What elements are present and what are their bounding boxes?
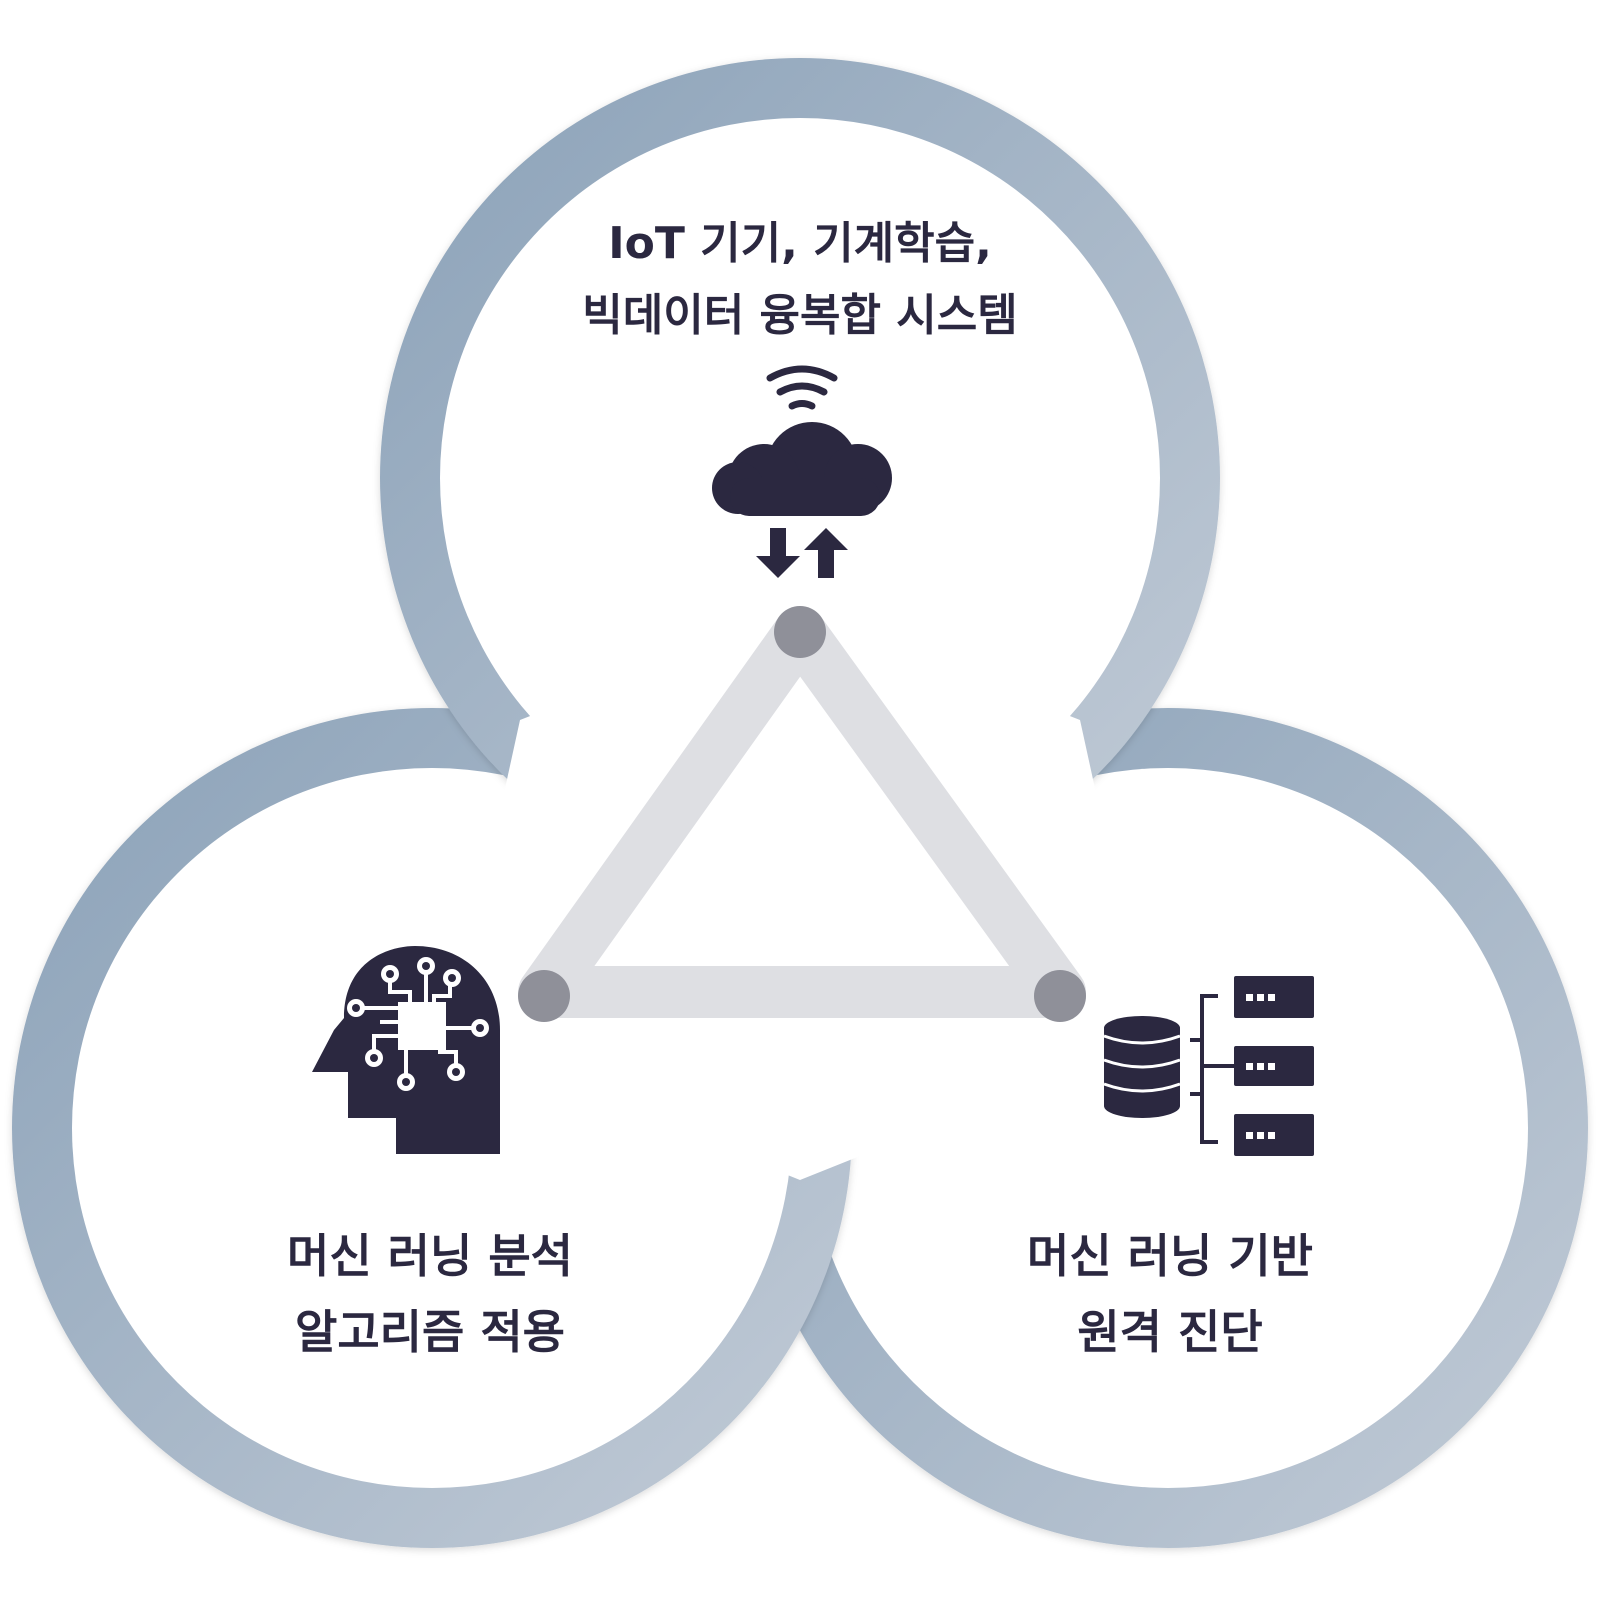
left-node-label: 머신 러닝 분석 알고리즘 적용 (230, 1218, 630, 1370)
node-dot-left (518, 970, 570, 1022)
top-node-label-line-1: IoT 기기, 기계학습, (608, 218, 992, 269)
left-node-label-line-1: 머신 러닝 분석 (287, 1229, 573, 1283)
connector-triangle (518, 606, 1086, 1022)
top-node-label: IoT 기기, 기계학습, 빅데이터 융복합 시스템 (500, 208, 1100, 352)
right-node-label: 머신 러닝 기반 원격 진단 (970, 1218, 1370, 1370)
node-dot-top (774, 606, 826, 658)
node-dot-right (1034, 970, 1086, 1022)
right-node-label-line-2: 원격 진단 (1077, 1305, 1263, 1359)
right-node-label-line-1: 머신 러닝 기반 (1027, 1229, 1313, 1283)
ai-head-icon (312, 946, 500, 1154)
left-node-label-line-2: 알고리즘 적용 (295, 1305, 565, 1359)
cloud-sync-icon (712, 365, 892, 578)
database-server-icon (1103, 976, 1314, 1156)
top-node-label-line-2: 빅데이터 융복합 시스템 (582, 290, 1018, 341)
center-area (450, 610, 1150, 1180)
